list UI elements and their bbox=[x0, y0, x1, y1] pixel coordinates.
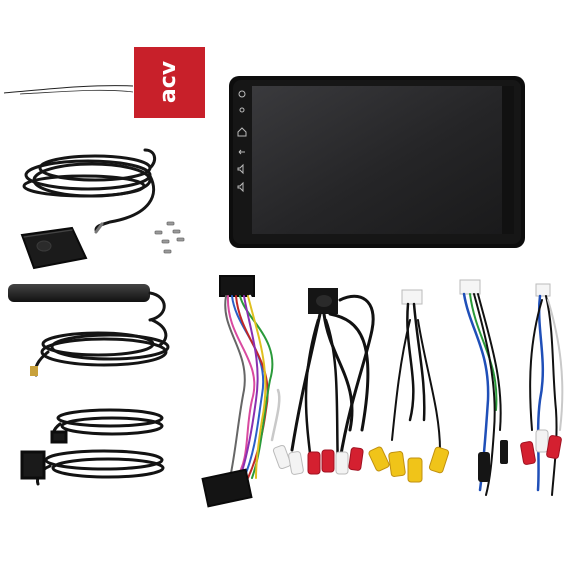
usb-cable bbox=[20, 408, 165, 486]
aux-harness-plug bbox=[459, 279, 481, 295]
harness-plug-bottom bbox=[201, 468, 253, 508]
usb-connector bbox=[20, 450, 46, 480]
home-icon bbox=[237, 127, 247, 137]
gps-antenna bbox=[20, 148, 157, 270]
mounting-screws bbox=[154, 221, 185, 254]
camera-rca-plugs bbox=[520, 429, 562, 465]
tag-logo-text: acv bbox=[156, 60, 181, 103]
volume-icon bbox=[237, 163, 244, 175]
rca-plugs bbox=[272, 444, 364, 475]
video-harness-plug bbox=[401, 289, 423, 305]
radio-antenna bbox=[8, 284, 170, 377]
head-unit bbox=[229, 76, 525, 248]
antenna-bar bbox=[8, 284, 150, 302]
touchscreen bbox=[252, 86, 502, 234]
harness-plug-top bbox=[219, 275, 255, 297]
side-buttons bbox=[237, 90, 247, 193]
camera-harness bbox=[520, 283, 564, 496]
camera-harness-plug bbox=[535, 283, 551, 297]
power-icon bbox=[238, 90, 246, 98]
air-freshener-tag: acv bbox=[3, 47, 205, 118]
mic-icon bbox=[239, 107, 245, 113]
volume-down-icon bbox=[237, 181, 244, 193]
power-harness bbox=[201, 275, 281, 508]
yellow-rca-plugs bbox=[368, 446, 450, 483]
aux-harness bbox=[459, 279, 508, 496]
back-icon bbox=[238, 149, 245, 155]
red-tag bbox=[134, 47, 205, 118]
rca-av-harness bbox=[272, 288, 375, 475]
rca-video-harness bbox=[368, 289, 450, 483]
gps-module bbox=[20, 226, 88, 270]
